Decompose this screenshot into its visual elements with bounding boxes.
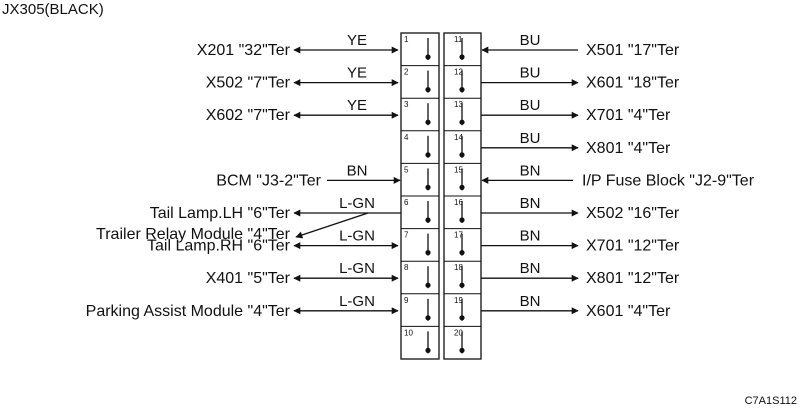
terminal-label: X601 "18"Ter xyxy=(586,75,680,92)
terminal-label: I/P Fuse Block "J2-9"Ter xyxy=(582,172,755,189)
terminal-dot xyxy=(425,54,431,60)
terminal-dot xyxy=(459,282,465,288)
terminal-dot xyxy=(459,54,465,60)
terminal-dot xyxy=(425,217,431,223)
terminal-dot xyxy=(459,119,465,125)
wire-color-label: YE xyxy=(347,97,367,114)
pin-number: 6 xyxy=(404,198,409,207)
wire-color-label: L-GN xyxy=(339,260,375,277)
terminal-dot xyxy=(459,315,465,321)
wire-arrow xyxy=(295,212,369,239)
pin-number: 10 xyxy=(404,328,413,337)
terminal-dot xyxy=(425,184,431,190)
terminal-dot xyxy=(459,184,465,190)
wire-color-label: BN xyxy=(347,162,368,179)
terminal-dot xyxy=(425,282,431,288)
wire-color-label: BN xyxy=(520,260,541,277)
wire-color-label: BN xyxy=(520,195,541,212)
wire-color-label: BU xyxy=(520,65,541,82)
terminal-dot xyxy=(459,87,465,93)
pin-number: 9 xyxy=(404,296,409,305)
terminal-label: BCM "J3-2"Ter xyxy=(216,172,321,189)
pin-number: 8 xyxy=(404,263,409,272)
terminal-label: X801 "4"Ter xyxy=(586,140,671,157)
wire-color-label: L-GN xyxy=(339,293,375,310)
terminal-label: X801 "12"Ter xyxy=(586,270,680,287)
figure-code: C7A1S112 xyxy=(745,395,797,407)
pin-number: 20 xyxy=(454,328,463,337)
terminal-dot xyxy=(425,347,431,353)
pin-number: 12 xyxy=(454,68,463,77)
terminal-label: X701 "12"Ter xyxy=(586,238,680,255)
terminal-label: X602 "7"Ter xyxy=(206,107,291,124)
pin-number: 17 xyxy=(454,231,463,240)
pin-number: 16 xyxy=(454,198,463,207)
terminal-dot xyxy=(459,347,465,353)
pin-number: 19 xyxy=(454,296,463,305)
terminal-dot xyxy=(425,250,431,256)
wire-color-label: L-GN xyxy=(339,228,375,245)
pin-number: 13 xyxy=(454,100,463,109)
wire-color-label: L-GN xyxy=(339,195,375,212)
pin-number: 4 xyxy=(404,133,409,142)
wire-color-label: YE xyxy=(347,65,367,82)
terminal-dot xyxy=(459,217,465,223)
wire-branch xyxy=(293,209,401,239)
terminal-label: Tail Lamp.LH "6"Ter xyxy=(150,205,291,222)
wire-color-label: BN xyxy=(520,293,541,310)
terminal-label: Parking Assist Module "4"Ter xyxy=(86,303,291,320)
wire-color-label: BN xyxy=(520,228,541,245)
terminal-label: X601 "4"Ter xyxy=(586,303,671,320)
terminal-dot xyxy=(425,87,431,93)
terminal-label: X502 "16"Ter xyxy=(586,205,680,222)
terminal-label: X201 "32"Ter xyxy=(197,42,291,59)
terminal-label: X501 "17"Ter xyxy=(586,42,680,59)
pin-number: 2 xyxy=(404,68,409,77)
pin-number: 5 xyxy=(404,165,409,174)
pin-number: 7 xyxy=(404,231,409,240)
connector-title: JX305(BLACK) xyxy=(2,1,104,18)
pin-number: 11 xyxy=(454,35,463,44)
terminal-label: Trailer Relay Module "4"Ter xyxy=(96,226,291,243)
terminal-dot xyxy=(459,250,465,256)
terminal-dot xyxy=(425,119,431,125)
pin-number: 1 xyxy=(404,35,409,44)
wire-color-label: BN xyxy=(520,162,541,179)
terminal-label: X701 "4"Ter xyxy=(586,107,671,124)
wire-color-label: BU xyxy=(520,32,541,49)
wire-color-label: YE xyxy=(347,32,367,49)
pin-number: 15 xyxy=(454,165,463,174)
terminal-dot xyxy=(459,152,465,158)
terminal-dot xyxy=(425,315,431,321)
terminal-dot xyxy=(425,152,431,158)
terminal-label: X502 "7"Ter xyxy=(206,75,291,92)
terminal-label: X401 "5"Ter xyxy=(206,270,291,287)
terminal-label: Tail Lamp.RH "6"Ter xyxy=(147,238,291,255)
pin-number: 3 xyxy=(404,100,409,109)
pin-number: 14 xyxy=(454,133,463,142)
wire-color-label: BU xyxy=(520,130,541,147)
wire-color-label: BU xyxy=(520,97,541,114)
pin-number: 18 xyxy=(454,263,463,272)
